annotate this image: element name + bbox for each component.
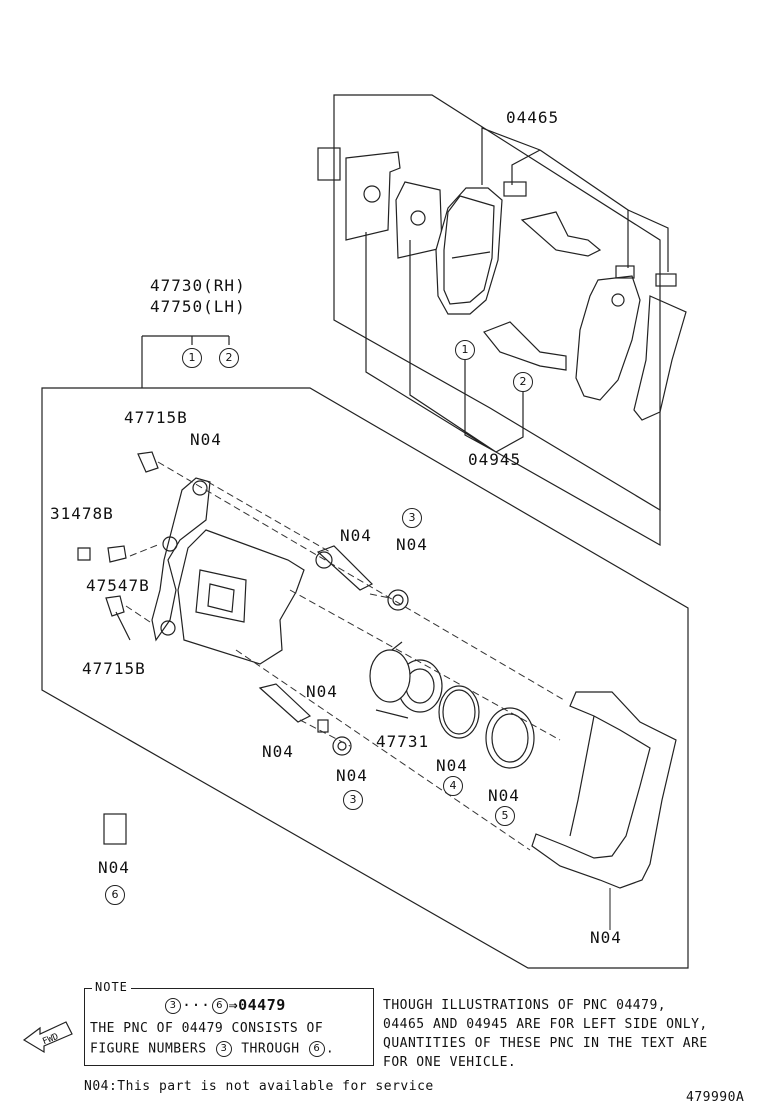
side-note-line-4: FOR ONE VEHICLE. <box>383 1055 517 1070</box>
label-n04-lower-pin: N04 <box>262 742 294 761</box>
note-line-1: THE PNC OF 04479 CONSISTS OF <box>90 1021 324 1036</box>
label-n04-bracket: N04 <box>590 928 622 947</box>
note-range-sep: ··· <box>182 996 211 1014</box>
label-47730-rh: 47730(RH) <box>150 276 246 295</box>
footnote: N04:This part is not available for servi… <box>84 1079 434 1094</box>
circled-3-upper: 3 <box>402 508 422 528</box>
circled-1-pad: 1 <box>455 340 475 360</box>
label-n04-guide-pin: N04 <box>340 526 372 545</box>
note-line-2-end: 6 <box>308 1041 325 1057</box>
label-n04-upper-bracket: N04 <box>190 430 222 449</box>
circled-4: 4 <box>443 776 463 796</box>
note-line-2: FIGURE NUMBERS 3 THROUGH 6. <box>90 1041 334 1057</box>
label-47750-lh: 47750(LH) <box>150 297 246 316</box>
circled-2-pad: 2 <box>513 372 533 392</box>
label-n04-dust-boot: N04 <box>488 786 520 805</box>
label-n04-chip: N04 <box>98 858 130 877</box>
note-line-2-b: THROUGH <box>241 1041 300 1057</box>
circled-2-top: 2 <box>219 348 239 368</box>
note-range-end: 6 <box>211 997 228 1014</box>
circled-3-lower: 3 <box>343 790 363 810</box>
note-title: NOTE <box>92 980 131 994</box>
label-n04-boot-lower: N04 <box>336 766 368 785</box>
note-range: 3···6⇒04479 <box>164 996 286 1014</box>
label-31478b: 31478B <box>50 504 114 523</box>
note-line-2-period: . <box>325 1041 335 1057</box>
side-note-line-3: QUANTITIES OF THESE PNC IN THE TEXT ARE <box>383 1036 708 1051</box>
side-note-line-1: THOUGH ILLUSTRATIONS OF PNC 04479, <box>383 998 667 1013</box>
note-box <box>84 988 374 1066</box>
caliper-frame <box>41 387 689 969</box>
label-n04-bushing: N04 <box>306 682 338 701</box>
note-line-2-a: FIGURE NUMBERS <box>90 1041 207 1057</box>
label-04465: 04465 <box>506 108 560 127</box>
label-04945: 04945 <box>468 450 522 469</box>
note-line-2-start: 3 <box>215 1041 232 1057</box>
label-47731: 47731 <box>376 732 430 751</box>
label-47715b-lower: 47715B <box>82 659 146 678</box>
label-47715b-upper: 47715B <box>124 408 188 427</box>
side-note-line-2: 04465 AND 04945 ARE FOR LEFT SIDE ONLY, <box>383 1017 708 1032</box>
note-range-start: 3 <box>165 997 181 1014</box>
label-n04-boot-upper: N04 <box>396 535 428 554</box>
fwd-arrow-icon: FWD <box>22 1021 73 1054</box>
circled-6: 6 <box>105 885 125 905</box>
circled-5: 5 <box>495 806 515 826</box>
label-n04-seal: N04 <box>436 756 468 775</box>
drawing-id: 479990A <box>686 1090 745 1105</box>
label-47547b: 47547B <box>86 576 150 595</box>
circled-1-top: 1 <box>182 348 202 368</box>
note-arrow-pnc: ⇒04479 <box>228 996 286 1014</box>
